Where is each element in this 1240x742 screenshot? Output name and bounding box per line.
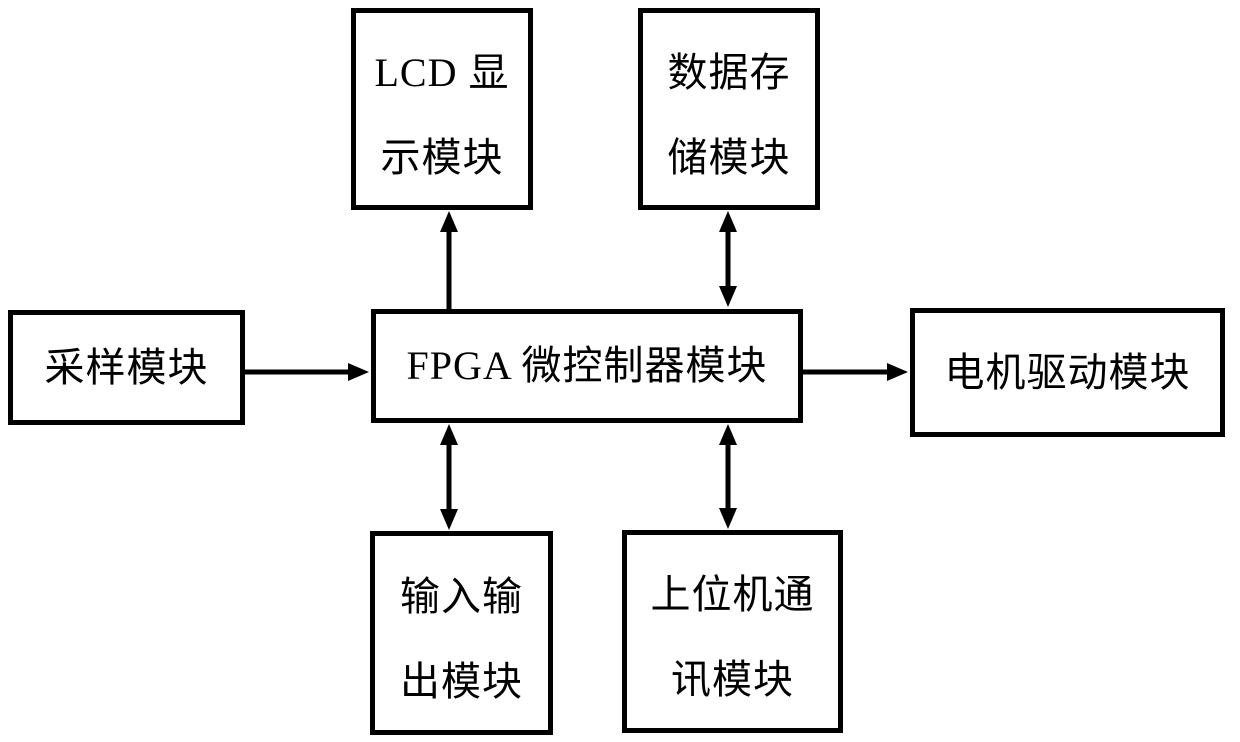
node-label-line: 示模块 bbox=[380, 134, 504, 180]
node-label-line: 输入输 bbox=[400, 573, 523, 619]
node-data-storage-module: 数据存 储模块 bbox=[638, 8, 820, 210]
node-label-line: 采样模块 bbox=[44, 344, 209, 390]
connector-sampling-to-fpga bbox=[245, 363, 369, 381]
connector-fpga-comm bbox=[719, 424, 737, 529]
arrowhead-down bbox=[719, 508, 737, 529]
arrowhead-up bbox=[440, 211, 458, 232]
node-label-line: 储模块 bbox=[667, 134, 791, 180]
node-label-line: LCD 显 bbox=[374, 49, 510, 95]
arrowhead-right bbox=[348, 363, 369, 381]
arrowhead-down bbox=[440, 509, 458, 530]
connector-fpga-storage bbox=[719, 211, 737, 307]
connector-fpga-io bbox=[440, 424, 458, 530]
node-label-line: 讯模块 bbox=[671, 657, 794, 702]
node-label-line: FPGA 微控制器模块 bbox=[406, 343, 768, 388]
arrowhead-up bbox=[719, 211, 737, 232]
node-label-line: 电机驱动模块 bbox=[944, 349, 1191, 395]
node-label-line: 数据存 bbox=[667, 49, 791, 95]
node-fpga-microcontroller-module: FPGA 微控制器模块 bbox=[371, 309, 803, 423]
arrowhead-up bbox=[719, 424, 737, 445]
connector-fpga-to-motor bbox=[803, 363, 908, 381]
node-label-line: 上位机通 bbox=[650, 572, 815, 617]
node-motor-drive-module: 电机驱动模块 bbox=[910, 308, 1225, 437]
arrowhead-down bbox=[719, 286, 737, 307]
node-sampling-module: 采样模块 bbox=[8, 310, 245, 425]
node-label-line: 出模块 bbox=[400, 658, 523, 704]
node-input-output-module: 输入输 出模块 bbox=[370, 531, 553, 735]
arrowhead-up bbox=[440, 424, 458, 445]
arrowhead-right bbox=[887, 363, 908, 381]
node-host-communication-module: 上位机通 讯模块 bbox=[622, 530, 843, 733]
connector-fpga-to-lcd bbox=[440, 211, 458, 309]
node-lcd-display-module: LCD 显 示模块 bbox=[351, 8, 533, 210]
